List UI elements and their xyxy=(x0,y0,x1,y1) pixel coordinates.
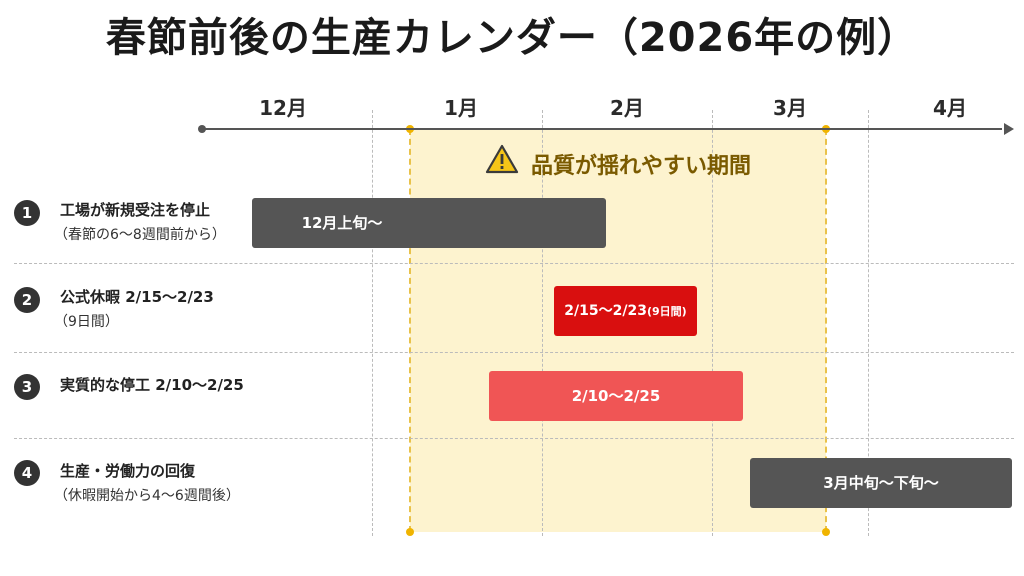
month-label-feb: 2月 xyxy=(610,96,644,120)
timeline-arrow-icon xyxy=(1004,123,1014,135)
row-sublabel: （春節の6〜8週間前から） xyxy=(54,227,226,243)
row-label: 公式休暇 2/15〜2/23 xyxy=(60,288,214,306)
bar-label: 2/15〜2/23 xyxy=(564,303,647,319)
risk-start-bottom-dot xyxy=(406,528,414,536)
risk-period-end-edge xyxy=(825,129,827,532)
warning-icon xyxy=(485,144,519,186)
bar-label: 12月上旬〜 xyxy=(301,214,383,232)
gridline-vertical xyxy=(372,110,373,536)
row-separator xyxy=(14,438,1014,439)
row-label: 工場が新規受注を停止 xyxy=(60,201,211,219)
risk-period-label: 品質が揺れやすい期間 xyxy=(530,154,751,179)
month-label-apr: 4月 xyxy=(933,96,967,120)
gridline-vertical xyxy=(712,110,713,536)
row-separator xyxy=(14,352,1014,353)
bar-label: 3月中旬〜下旬〜 xyxy=(823,474,939,492)
row-number-badge: 3 xyxy=(14,374,40,400)
timeline-bar: 2/15〜2/23(9日間) xyxy=(554,286,697,336)
timeline-start-dot xyxy=(198,125,206,133)
row-number-badge: 2 xyxy=(14,287,40,313)
risk-period-heading: 品質が揺れやすい期間 xyxy=(410,144,826,188)
row-separator xyxy=(14,263,1014,264)
bar-label-note: (9日間) xyxy=(646,305,687,318)
row-label: 生産・労働力の回復 xyxy=(60,462,196,480)
page-title: 春節前後の生産カレンダー（2026年の例） xyxy=(105,15,919,61)
timeline-bar: 12月上旬〜 xyxy=(252,198,606,248)
risk-period-start-edge xyxy=(409,129,411,532)
timeline-axis xyxy=(202,128,1002,130)
timeline-bar: 3月中旬〜下旬〜 xyxy=(750,458,1012,508)
row-number-badge: 1 xyxy=(14,200,40,226)
row-sublabel: （9日間） xyxy=(54,314,119,330)
timeline-bar: 2/10〜2/25 xyxy=(489,371,743,421)
row-label: 実質的な停工 2/10〜2/25 xyxy=(60,376,244,394)
month-label-dec: 12月 xyxy=(259,96,307,120)
row-number-badge: 4 xyxy=(14,460,40,486)
row-sublabel: （休暇開始から4〜6週間後） xyxy=(54,488,240,504)
gridline-vertical xyxy=(868,110,869,536)
bar-label: 2/10〜2/25 xyxy=(571,387,661,405)
month-label-mar: 3月 xyxy=(773,96,807,120)
risk-end-bottom-dot xyxy=(822,528,830,536)
month-label-jan: 1月 xyxy=(444,96,478,120)
gridline-vertical xyxy=(542,110,543,536)
